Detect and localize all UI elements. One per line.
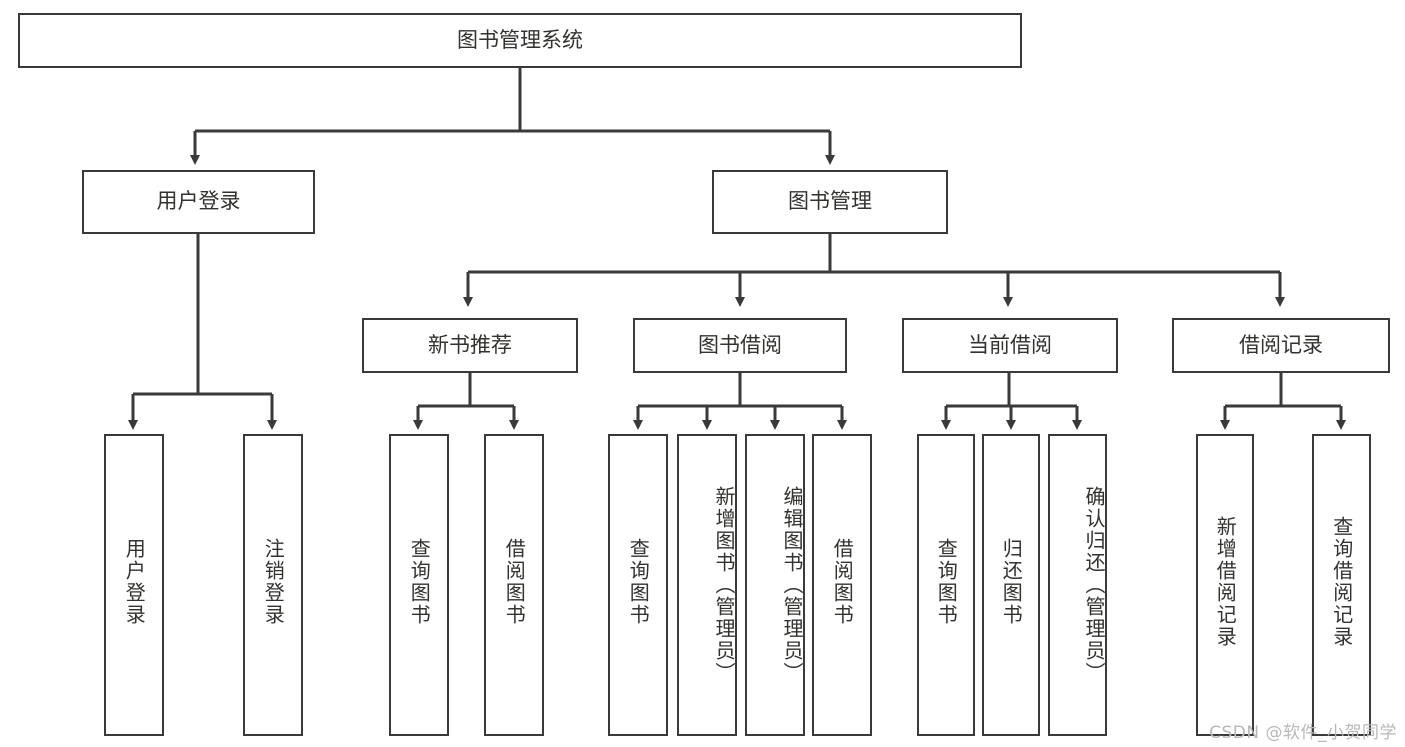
- node-current-borrow[interactable]: 当前借阅: [902, 318, 1118, 373]
- watermark: CSDN @软件_小贺同学: [1209, 723, 1397, 743]
- node-leaf-confirm-return-admin[interactable]: 确认归还（管理员）: [1048, 434, 1107, 736]
- node-label: 图书管理系统: [457, 27, 583, 52]
- node-borrow-record[interactable]: 借阅记录: [1172, 318, 1390, 373]
- node-label: 图书管理: [788, 189, 872, 214]
- node-leaf-user-login[interactable]: 用户登录: [104, 434, 164, 736]
- node-book-borrow[interactable]: 图书借阅: [633, 318, 847, 373]
- node-book-management[interactable]: 图书管理: [712, 170, 948, 234]
- node-label: 查询图书: [407, 538, 432, 626]
- node-leaf-add-borrow-record[interactable]: 新增借阅记录: [1196, 434, 1254, 736]
- node-label: 新书推荐: [428, 332, 512, 357]
- node-label: 借阅记录: [1239, 332, 1323, 357]
- node-label: 当前借阅: [968, 332, 1052, 357]
- node-leaf-borrow-book-recommend[interactable]: 借阅图书: [484, 434, 544, 736]
- node-leaf-return-book[interactable]: 归还图书: [982, 434, 1040, 736]
- node-label: 借阅图书: [830, 538, 855, 626]
- node-label: 借阅图书: [502, 538, 527, 626]
- node-label: 查询借阅记录: [1329, 516, 1354, 648]
- node-leaf-add-book-admin[interactable]: 新增图书（管理员）: [677, 434, 737, 736]
- node-leaf-query-book-current[interactable]: 查询图书: [917, 434, 975, 736]
- node-leaf-logout-login[interactable]: 注销登录: [243, 434, 303, 736]
- node-leaf-borrow-book[interactable]: 借阅图书: [812, 434, 872, 736]
- node-new-book-recommend[interactable]: 新书推荐: [362, 318, 578, 373]
- node-label: 新增借阅记录: [1213, 516, 1238, 648]
- node-label: 查询图书: [934, 538, 959, 626]
- node-label: 新增图书（管理员）: [712, 486, 736, 684]
- node-label: 用户登录: [156, 189, 241, 214]
- node-user-login[interactable]: 用户登录: [82, 170, 315, 234]
- node-leaf-query-book-recommend[interactable]: 查询图书: [389, 434, 449, 736]
- node-label: 查询图书: [626, 538, 651, 626]
- node-label: 用户登录: [122, 538, 147, 626]
- node-leaf-query-borrow-record[interactable]: 查询借阅记录: [1312, 434, 1371, 736]
- node-label: 确认归还（管理员）: [1082, 486, 1106, 684]
- node-leaf-query-book-borrow[interactable]: 查询图书: [608, 434, 668, 736]
- node-label: 编辑图书（管理员）: [780, 486, 804, 684]
- node-root-book-management-system[interactable]: 图书管理系统: [18, 13, 1022, 68]
- node-label: 归还图书: [999, 538, 1024, 626]
- node-label: 注销登录: [261, 538, 286, 626]
- node-leaf-edit-book-admin[interactable]: 编辑图书（管理员）: [745, 434, 805, 736]
- node-label: 图书借阅: [698, 332, 782, 357]
